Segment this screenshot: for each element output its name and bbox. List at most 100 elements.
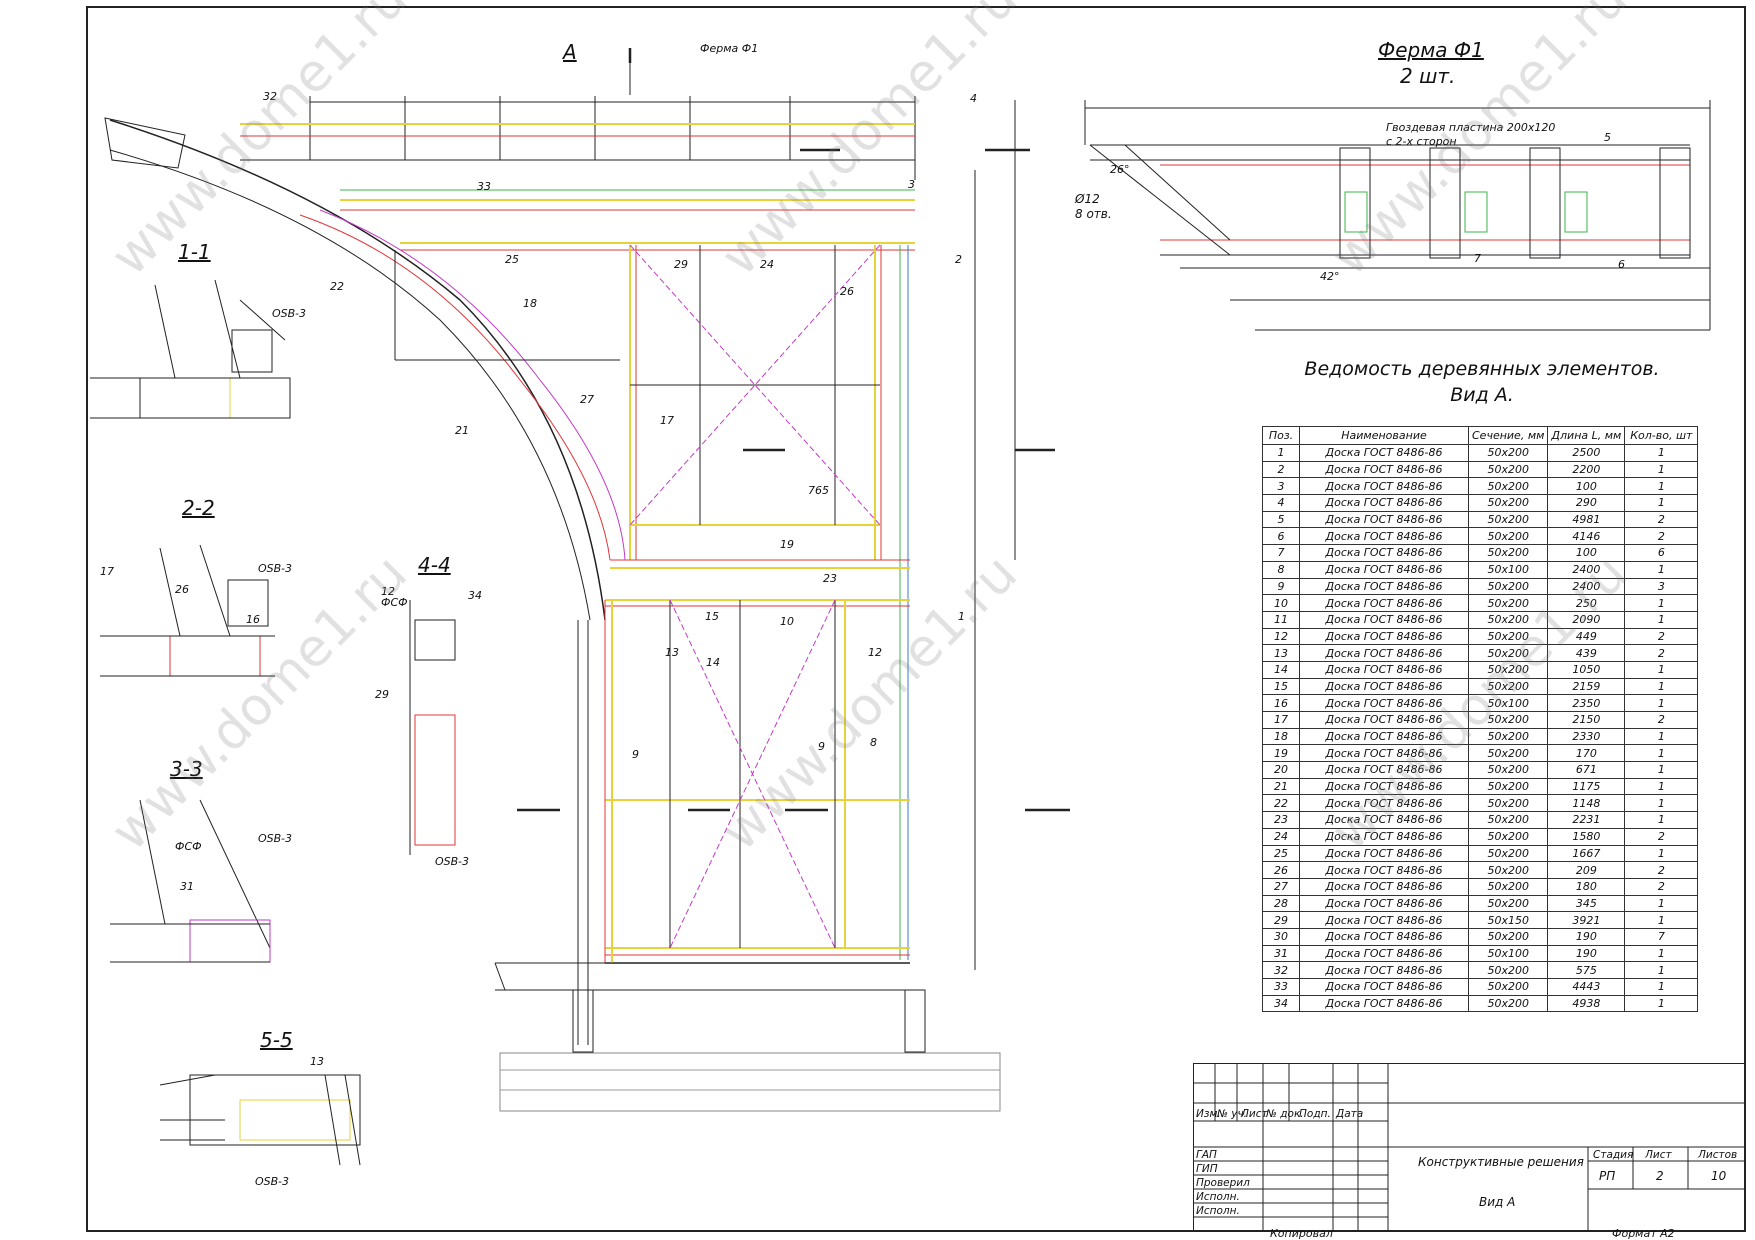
cell-pos: 18 <box>1262 727 1300 746</box>
cell-length: 1148 <box>1547 794 1626 813</box>
pos-12: 12 <box>868 646 882 659</box>
view-a-label: А <box>563 40 577 64</box>
cell-length: 2231 <box>1547 811 1626 829</box>
cell-section: 50х200 <box>1467 877 1549 896</box>
osb-label-4: OSB-3 <box>435 855 469 868</box>
cell-section: 50х200 <box>1467 827 1549 846</box>
cell-qty: 3 <box>1624 577 1699 596</box>
cell-qty: 2 <box>1624 510 1699 529</box>
col-sign: Подп. <box>1299 1108 1331 1120</box>
role-performer-1: Исполн. <box>1196 1191 1240 1203</box>
cell-length: 2400 <box>1547 560 1626 579</box>
cell-length: 1667 <box>1547 844 1626 863</box>
pos-19: 19 <box>780 538 794 551</box>
pos-21: 21 <box>455 424 469 437</box>
copied-label: Копировал <box>1270 1227 1333 1240</box>
cell-length: 2400 <box>1547 577 1626 596</box>
cell-qty: 7 <box>1624 927 1699 946</box>
cell-name: Доска ГОСТ 8486-86 <box>1299 577 1469 596</box>
cell-pos: 25 <box>1262 844 1300 863</box>
cell-section: 50х200 <box>1467 594 1549 612</box>
cell-qty: 2 <box>1624 527 1699 546</box>
sheet-frame <box>86 6 1746 1232</box>
cell-pos: 5 <box>1262 510 1300 529</box>
cell-length: 1050 <box>1547 660 1626 679</box>
cell-section: 50х200 <box>1467 894 1549 913</box>
cell-pos: 9 <box>1262 577 1300 596</box>
cell-name: Доска ГОСТ 8486-86 <box>1299 694 1469 712</box>
cell-qty: 2 <box>1624 877 1699 896</box>
pos-8: 8 <box>870 736 877 749</box>
cell-name: Доска ГОСТ 8486-86 <box>1299 978 1469 996</box>
cell-length: 250 <box>1547 594 1626 612</box>
header-qty: Кол-во, шт <box>1624 426 1699 445</box>
pos-24: 24 <box>760 258 774 271</box>
cell-name: Доска ГОСТ 8486-86 <box>1299 961 1469 979</box>
pos-26b: 26 <box>175 583 189 596</box>
table-title: Ведомость деревянных элементов. Вид А. <box>1262 356 1702 408</box>
cell-pos: 28 <box>1262 894 1300 913</box>
cell-length: 575 <box>1547 961 1626 979</box>
pos-26: 26 <box>840 285 854 298</box>
cell-section: 50х100 <box>1467 560 1549 579</box>
cell-qty: 1 <box>1624 494 1699 512</box>
cell-pos: 21 <box>1262 777 1300 796</box>
truss-angle-2: 42° <box>1320 270 1340 283</box>
cell-qty: 1 <box>1624 794 1699 813</box>
pos-16: 16 <box>246 613 260 626</box>
cell-length: 2500 <box>1547 444 1626 462</box>
truss-hole-1: Ø12 <box>1075 192 1100 206</box>
cell-pos: 7 <box>1262 544 1300 562</box>
cell-qty: 1 <box>1624 811 1699 829</box>
cell-section: 50х200 <box>1467 978 1549 996</box>
cell-name: Доска ГОСТ 8486-86 <box>1299 527 1469 546</box>
cell-section: 50х200 <box>1467 744 1549 763</box>
stage-value: РП <box>1599 1169 1616 1183</box>
cell-length: 671 <box>1547 761 1626 779</box>
cell-name: Доска ГОСТ 8486-86 <box>1299 660 1469 679</box>
cell-section: 50х200 <box>1467 677 1549 696</box>
sheet-name: Вид А <box>1479 1195 1516 1209</box>
cell-length: 2330 <box>1547 727 1626 746</box>
truss-pos-5: 5 <box>1604 131 1611 144</box>
pos-34: 34 <box>468 589 482 602</box>
col-date: Дата <box>1336 1108 1364 1120</box>
cell-length: 2350 <box>1547 694 1626 712</box>
pos-15: 15 <box>705 610 719 623</box>
sheet-value: 2 <box>1656 1169 1664 1183</box>
cell-qty: 2 <box>1624 711 1699 729</box>
cell-section: 50х200 <box>1467 610 1549 629</box>
cell-section: 50х100 <box>1467 944 1549 963</box>
pos-14: 14 <box>706 656 720 669</box>
cell-pos: 6 <box>1262 527 1300 546</box>
cell-pos: 11 <box>1262 610 1300 629</box>
osb-label-1: OSB-3 <box>272 307 306 320</box>
pos-23: 23 <box>823 572 837 585</box>
header-length: Длина L, мм <box>1547 426 1626 445</box>
cell-qty: 1 <box>1624 844 1699 863</box>
dim-12: 12 <box>381 585 395 598</box>
cell-name: Доска ГОСТ 8486-86 <box>1299 594 1469 612</box>
cell-section: 50х200 <box>1467 994 1549 1013</box>
cell-section: 50х200 <box>1467 777 1549 796</box>
section-name: Конструктивные решения <box>1418 1155 1584 1169</box>
pos-4: 4 <box>970 92 977 105</box>
pos-17b: 17 <box>100 565 114 578</box>
cell-pos: 34 <box>1262 994 1300 1013</box>
cell-length: 190 <box>1547 944 1626 963</box>
cell-section: 50х200 <box>1467 660 1549 679</box>
section-1-1-title: 1-1 <box>178 240 211 264</box>
cell-section: 50х200 <box>1467 711 1549 729</box>
cell-qty: 1 <box>1624 978 1699 996</box>
cell-length: 4443 <box>1547 978 1626 996</box>
col-uch: № уч. <box>1217 1108 1248 1120</box>
cell-pos: 2 <box>1262 460 1300 479</box>
